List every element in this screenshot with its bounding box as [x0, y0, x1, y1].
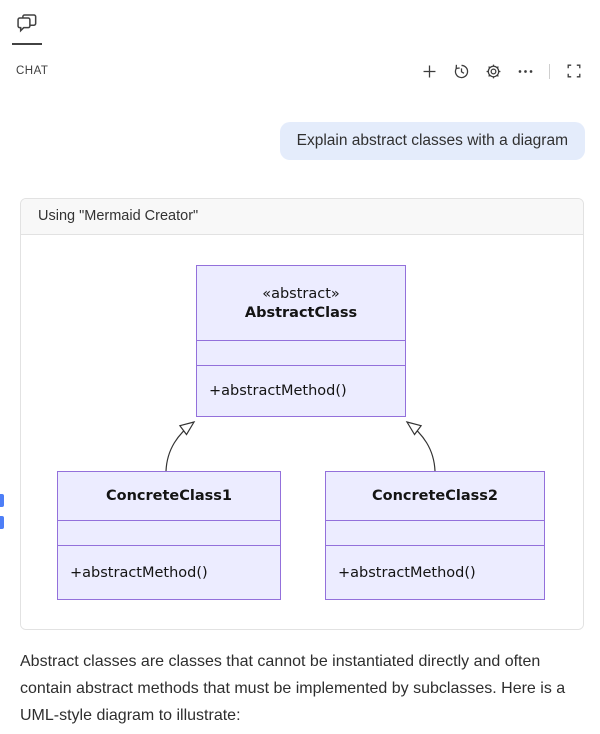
tool-card-header[interactable]: Using "Mermaid Creator": [21, 199, 583, 235]
history-icon: [453, 63, 470, 80]
uml-methods-section: +abstractMethod(): [58, 545, 280, 599]
inheritance-edge-right: [405, 421, 436, 472]
user-message-row: Explain abstract classes with a diagram: [0, 96, 600, 160]
uml-attributes-section: [197, 340, 405, 365]
mermaid-diagram: «abstract» AbstractClass +abstractMethod…: [21, 235, 583, 629]
maximize-panel-button[interactable]: [560, 58, 587, 85]
user-message-bubble: Explain abstract classes with a diagram: [279, 122, 585, 160]
active-tab-indicator: [12, 43, 42, 45]
tool-invocation-card: Using "Mermaid Creator" «abstract» Abstr…: [20, 198, 584, 630]
uml-class-name: AbstractClass: [244, 304, 358, 321]
more-actions-button[interactable]: [512, 58, 539, 85]
uml-method: +abstractMethod(): [338, 564, 476, 581]
settings-button[interactable]: [480, 58, 507, 85]
uml-class-title: ConcreteClass2: [326, 472, 544, 520]
gear-icon: [485, 63, 502, 80]
inheritance-arrows: [165, 421, 436, 472]
new-chat-button[interactable]: [416, 58, 443, 85]
uml-class-title: ConcreteClass1: [58, 472, 280, 520]
inheritance-edge-left: [165, 421, 196, 472]
expand-icon: [566, 63, 582, 79]
uml-methods-section: +abstractMethod(): [326, 545, 544, 599]
uml-class-name: ConcreteClass2: [371, 488, 499, 504]
uml-class-abstractclass: «abstract» AbstractClass +abstractMethod…: [196, 265, 406, 417]
header-actions: [416, 58, 587, 85]
panel-tab-bar: [0, 0, 600, 46]
uml-methods-section: +abstractMethod(): [197, 365, 405, 416]
uml-stereotype: «abstract»: [262, 285, 340, 302]
uml-method: +abstractMethod(): [209, 383, 347, 399]
left-edge-marker: [0, 494, 4, 507]
plus-icon: [421, 63, 438, 80]
uml-attributes-section: [58, 520, 280, 545]
toolbar-separator: [549, 63, 550, 79]
history-button[interactable]: [448, 58, 475, 85]
uml-class-title: «abstract» AbstractClass: [197, 266, 405, 340]
uml-method: +abstractMethod(): [70, 564, 208, 581]
panel-title: CHAT: [16, 65, 49, 77]
comment-discussion-icon: [16, 12, 38, 34]
uml-class-name: ConcreteClass1: [105, 488, 233, 504]
left-edge-marker: [0, 516, 4, 529]
tab-chat[interactable]: [12, 0, 42, 46]
uml-class-concreteclass2: ConcreteClass2 +abstractMethod(): [325, 471, 545, 600]
ellipsis-icon: [517, 63, 534, 80]
uml-attributes-section: [326, 520, 544, 545]
assistant-message-text: Abstract classes are classes that cannot…: [20, 653, 566, 724]
uml-class-concreteclass1: ConcreteClass1 +abstractMethod(): [57, 471, 281, 600]
chat-view-header: CHAT: [0, 46, 600, 96]
